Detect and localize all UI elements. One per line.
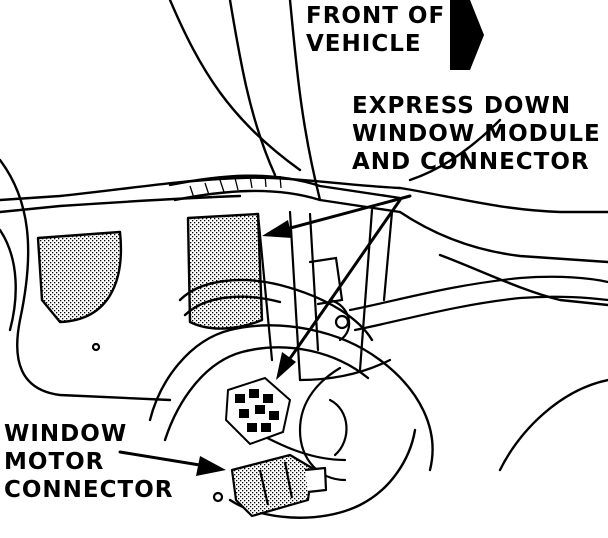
front-label-line-1: FRONT OF [306, 3, 446, 29]
trim-band-hatching [189, 174, 282, 199]
front-of-vehicle-label: FRONT OF VEHICLE [306, 2, 445, 58]
express-label-line-1: EXPRESS DOWN [352, 93, 572, 119]
express-down-module [224, 376, 292, 446]
motor-label-line-2: MOTOR [4, 449, 105, 475]
window-motor-connector-label: WINDOW MOTOR CONNECTOR [4, 420, 173, 504]
express-down-module-label: EXPRESS DOWN WINDOW MODULE AND CONNECTOR [352, 92, 601, 176]
inner-structure-lines [91, 208, 394, 503]
motor-label-line-1: WINDOW [4, 421, 128, 447]
front-label-line-2: VEHICLE [306, 31, 422, 57]
arrowheads [196, 220, 296, 476]
door-body-outline [0, 0, 608, 402]
arrow-right-icon [450, 0, 484, 70]
inner-panel-openings [36, 212, 264, 330]
window-motor-connector [230, 453, 328, 518]
express-label-line-3: AND CONNECTOR [352, 149, 590, 175]
motor-label-line-3: CONNECTOR [4, 477, 174, 503]
wiring-harness [250, 275, 608, 482]
express-label-line-2: WINDOW MODULE [352, 121, 601, 147]
